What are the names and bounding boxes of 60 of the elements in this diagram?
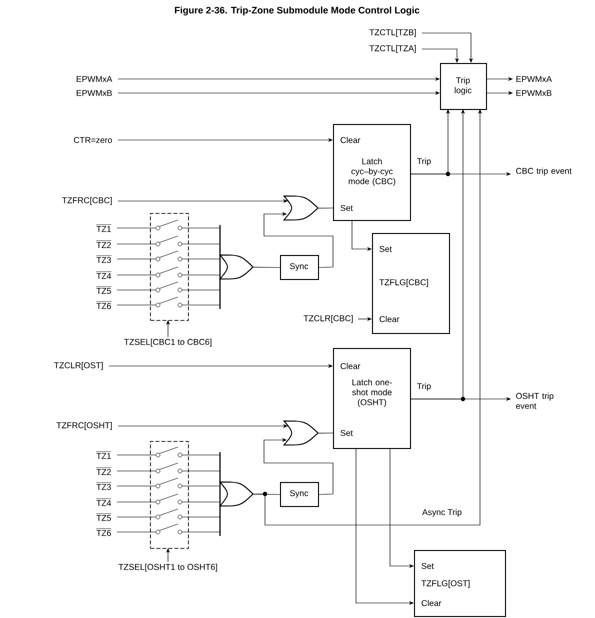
arrow	[264, 438, 334, 495]
signal-label: TZFRC[CBC]	[62, 197, 112, 205]
latch-box: Clear Latch cyc–by-cyc mode (CBC) Set	[333, 124, 411, 221]
or-gate	[284, 196, 318, 220]
signal-label: TZCTL[TZB]	[369, 29, 416, 37]
connector-line	[188, 274, 220, 276]
signal-label: TZ6	[96, 528, 112, 536]
signal-label: EPWMxA	[516, 76, 552, 82]
connector-line	[188, 304, 220, 306]
or-gate	[284, 420, 318, 446]
connector-line	[116, 454, 150, 456]
signal-label: TZSEL[OSHT1 to OSHT6]	[118, 564, 218, 572]
signal-label: TZFRC[OSHT]	[56, 422, 112, 430]
edge-label: Async Trip	[421, 508, 463, 518]
signal-label: TZ1	[96, 452, 112, 459]
or-gate	[219, 452, 254, 536]
signal-label: EPWMxB	[76, 90, 112, 96]
signal-label: TZCLR[CBC]	[304, 315, 353, 323]
connector-line	[116, 516, 150, 518]
signal-label: TZ6	[96, 301, 112, 309]
signal-label: EPWMxA	[76, 76, 112, 82]
signal-label: TZ5	[96, 513, 112, 521]
signal-label: OSHT trip event	[516, 392, 554, 409]
signal-label: TZSEL[CBC1 to CBC6]	[124, 338, 212, 347]
signal-label: TZ5	[96, 286, 112, 294]
arrow	[264, 212, 334, 268]
latch-box: Clear Latch one-shot mode (OSHT) Set	[333, 348, 411, 449]
connector-line	[116, 470, 150, 472]
connector-line	[253, 266, 280, 268]
connector-line	[188, 454, 220, 456]
connector-line	[116, 258, 150, 260]
sync-box: Sync	[280, 482, 319, 507]
signal-label: EPWMxB	[516, 90, 552, 96]
signal-label: TZ4	[96, 272, 112, 279]
sync-box: Sync	[280, 255, 319, 280]
flag-register-box: Set TZFLG[CBC] Clear	[372, 233, 450, 334]
flag-register-box: Set TZFLG[OST] Clear	[414, 550, 506, 617]
edge-label: Trip	[416, 156, 432, 167]
connector-line	[318, 432, 334, 434]
connector-line	[116, 274, 150, 276]
connector-line	[188, 470, 220, 472]
switch-bank	[150, 213, 189, 321]
signal-label: TZ3	[96, 482, 112, 490]
or-gate	[219, 225, 254, 309]
signal-label: TZCLR[OST]	[54, 362, 103, 370]
signal-label: TZ3	[96, 255, 112, 263]
signal-label: TZCTL[TZA]	[369, 45, 416, 53]
signal-label: CTR=zero	[74, 137, 112, 143]
connector-line	[188, 258, 220, 260]
switch-bank	[150, 441, 189, 549]
signal-label: TZ1	[96, 224, 112, 232]
trip-logic-box: Trip logic	[440, 63, 487, 110]
figure-title: Figure 2-36. Trip-Zone Submodule Mode Control Logic	[174, 6, 420, 16]
signal-label: TZ2	[96, 240, 112, 248]
connector-line	[188, 516, 220, 518]
signal-label: TZ4	[96, 498, 112, 506]
connector-line	[116, 304, 150, 306]
signal-label: CBC trip event	[516, 168, 572, 176]
signal-label: TZ2	[96, 467, 112, 475]
edge-label: Trip	[416, 382, 432, 392]
